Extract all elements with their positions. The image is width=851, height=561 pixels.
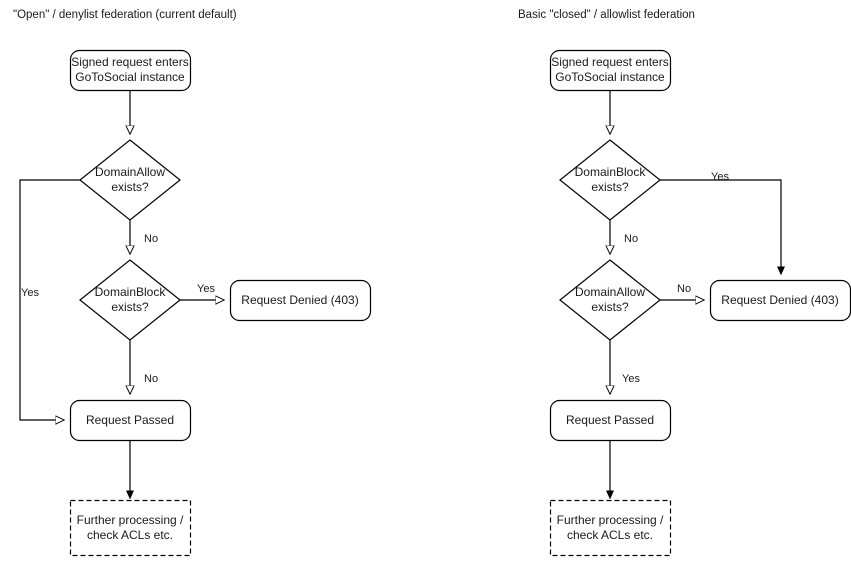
left-edge-label-d2-yes: Yes xyxy=(197,283,215,295)
left-passed-node[interactable] xyxy=(70,400,190,440)
left-edge-label-d1-no: No xyxy=(144,233,159,245)
left-denied-shape xyxy=(229,279,372,322)
right-edge-label-d1-yes: Yes xyxy=(711,171,729,183)
right-decision-1-node[interactable] xyxy=(560,140,660,220)
left-further-node[interactable] xyxy=(70,500,190,555)
right-decision-2-node[interactable] xyxy=(560,260,660,340)
right-start-node[interactable] xyxy=(550,50,670,90)
left-edge-label-d2-no: No xyxy=(144,373,159,385)
right-further-shape xyxy=(549,499,672,557)
right-edge-label-d2-yes: Yes xyxy=(622,373,640,385)
left-column-title: "Open" / denylist federation (current de… xyxy=(13,9,237,21)
left-denied-node[interactable] xyxy=(230,280,370,320)
right-passed-node[interactable] xyxy=(550,400,670,440)
left-further-shape xyxy=(69,499,192,557)
right-further-node[interactable] xyxy=(550,500,670,555)
right-edge-label-d1-no: No xyxy=(624,233,639,245)
left-edge-d1-yes-bypass xyxy=(19,179,80,420)
left-decision-2-node[interactable] xyxy=(80,260,180,340)
left-decision-1-node[interactable] xyxy=(80,140,180,220)
right-column-title: Basic "closed" / allowlist federation xyxy=(518,9,695,21)
right-edge-d1-yes xyxy=(660,179,781,274)
left-edge-label-d1-yes: Yes xyxy=(21,287,39,299)
left-start-node[interactable] xyxy=(70,50,190,90)
right-denied-node[interactable] xyxy=(710,280,850,320)
right-edge-label-d2-no: No xyxy=(677,283,692,295)
